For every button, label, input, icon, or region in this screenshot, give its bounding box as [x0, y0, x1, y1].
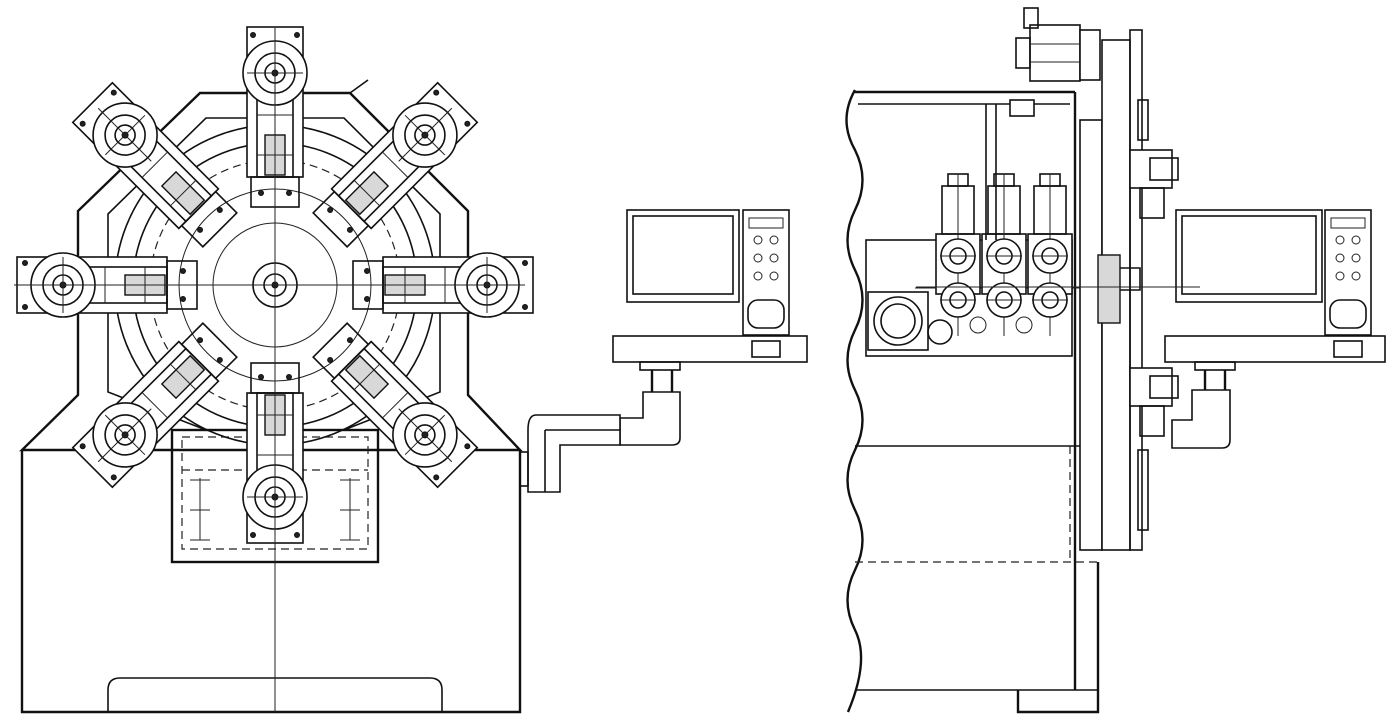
spindle-heads — [935, 173, 1073, 337]
upper-guide — [985, 99, 1035, 240]
arm-bottom-left — [69, 316, 244, 491]
control-console-front — [519, 209, 808, 493]
front-plate — [1079, 29, 1143, 551]
slide-units — [1129, 99, 1179, 531]
control-console-side — [1164, 209, 1386, 449]
centre-lines — [14, 28, 520, 712]
front-view — [14, 26, 808, 714]
top-motor — [1015, 7, 1101, 82]
arm-top-left — [69, 79, 244, 254]
side-body — [845, 89, 1100, 714]
arm-top-right — [306, 79, 481, 254]
arm-bottom-right — [306, 316, 481, 491]
side-view — [845, 7, 1386, 714]
